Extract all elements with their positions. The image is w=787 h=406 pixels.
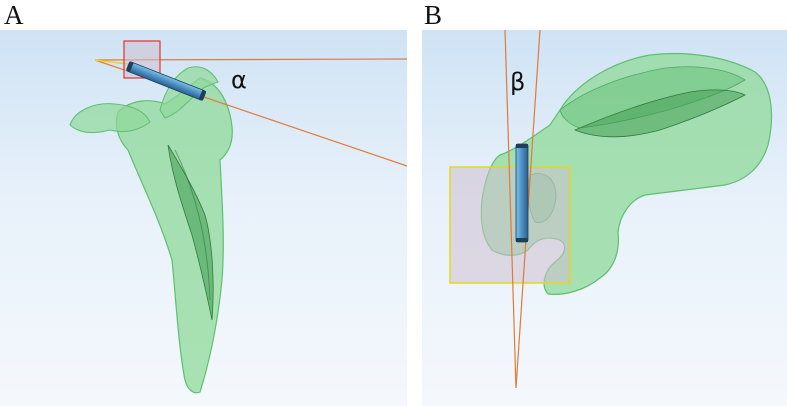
- panel-b-3d-view: [422, 30, 787, 406]
- scapular-spine-ridge: [167, 144, 214, 321]
- panel-label-b: B: [424, 0, 443, 30]
- screw-implant-a: [126, 61, 207, 101]
- screw-implant-b: [515, 143, 529, 243]
- angle-beta-label: β: [510, 68, 526, 96]
- panel-b-drawing: [449, 30, 773, 389]
- reference-line-left: [504, 30, 517, 389]
- inner-ridge-line: [174, 149, 211, 301]
- panel-a-drawing: [69, 40, 407, 394]
- crest-ridge: [573, 89, 746, 138]
- panel-label-a: A: [4, 0, 24, 30]
- reference-line-yellow: [94, 59, 129, 65]
- acromion-process: [69, 103, 151, 134]
- angle-alpha-label: α: [231, 66, 247, 94]
- panel-a-3d-view: [0, 30, 407, 406]
